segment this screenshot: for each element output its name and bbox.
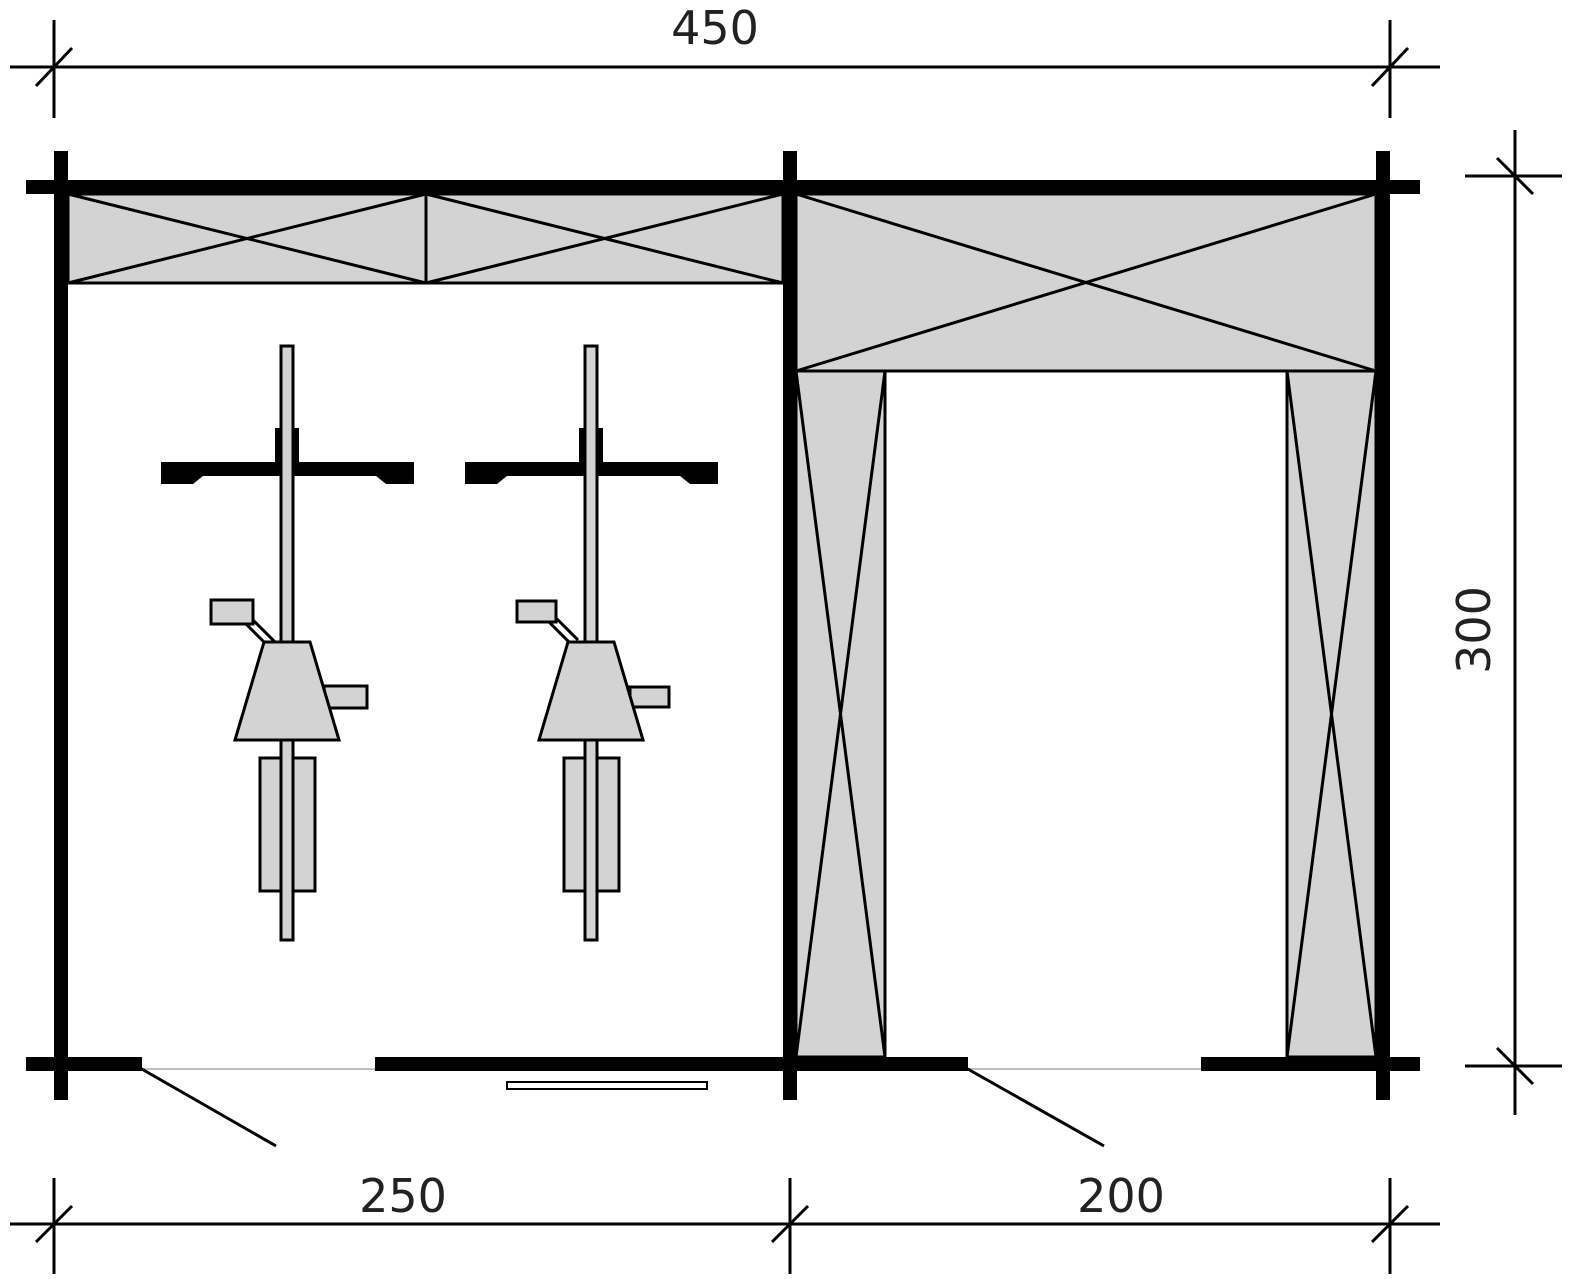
bicycle-1 (161, 344, 414, 942)
shelf-side-right (1285, 369, 1378, 1059)
window (506, 1081, 708, 1090)
shelf-side-left (794, 369, 887, 1059)
bicycle-2 (465, 344, 718, 942)
walls (26, 151, 1420, 1100)
dimension-left-width-label: 250 (359, 1169, 447, 1223)
dimension-top: 450 (10, 1, 1440, 118)
shelf-top-left (66, 192, 428, 285)
door-left (139, 1066, 375, 1148)
door-right (965, 1066, 1201, 1148)
shelf-top-middle (424, 192, 785, 285)
dimension-bottom: 250 200 (10, 1169, 1440, 1274)
dimension-right-width-label: 200 (1077, 1169, 1165, 1223)
dimension-right: 300 (1447, 130, 1562, 1115)
dimension-total-width-label: 450 (671, 1, 759, 55)
shelf-top-right (794, 192, 1378, 373)
dimension-depth-label: 300 (1447, 586, 1501, 674)
